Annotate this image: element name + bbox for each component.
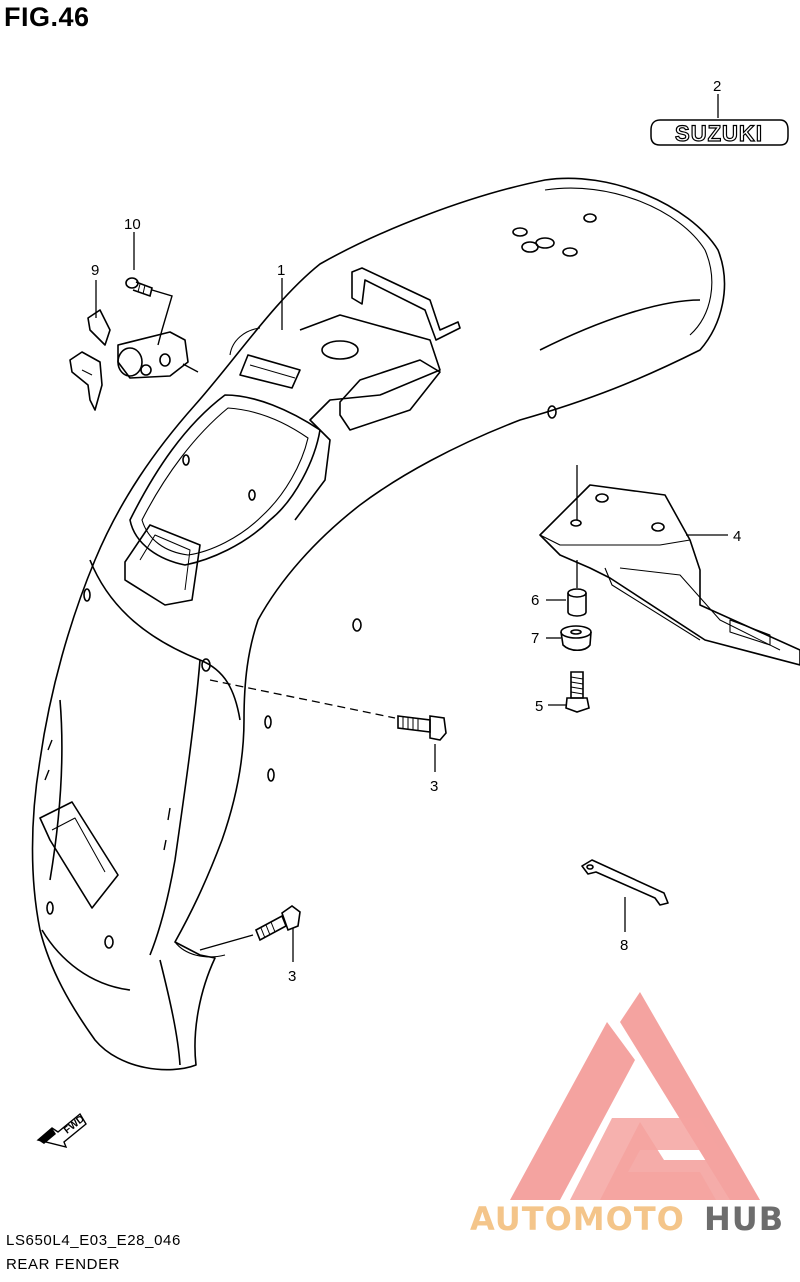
screw-10 <box>125 277 173 346</box>
leader-lines <box>95 94 728 962</box>
callout-3-lower: 3 <box>288 968 296 985</box>
watermark-text-primary: AUTOMOTO <box>470 1200 685 1238</box>
forward-direction-marker: FWD <box>36 1112 87 1149</box>
seat-lock <box>69 309 189 411</box>
spacer <box>567 588 587 617</box>
watermark-logo <box>510 992 760 1200</box>
callout-1: 1 <box>277 262 285 279</box>
watermark-text-secondary: HUB <box>704 1200 785 1238</box>
callout-4: 4 <box>733 528 741 545</box>
figure-title: FIG.46 <box>4 2 90 32</box>
bolt-3-lower <box>254 905 301 942</box>
cable-clamp <box>581 859 669 906</box>
callout-labels: 1 2 3 3 4 5 6 7 8 9 10 <box>91 78 741 985</box>
callout-5: 5 <box>535 698 543 715</box>
callout-6: 6 <box>531 592 539 609</box>
grab-bar <box>351 267 461 341</box>
callout-9: 9 <box>91 262 99 279</box>
callout-8: 8 <box>620 937 628 954</box>
model-code: LS650L4_E03_E28_046 <box>6 1232 181 1249</box>
bolt-5 <box>565 671 590 713</box>
reflector-bracket <box>539 484 800 666</box>
cushion <box>560 625 592 652</box>
callout-3-upper: 3 <box>430 778 438 795</box>
suzuki-emblem-text: SUZUKI <box>675 121 763 146</box>
callout-2: 2 <box>713 78 721 95</box>
bolt-3-upper <box>397 715 447 741</box>
section-name: REAR FENDER <box>6 1256 121 1273</box>
rear-fender <box>31 177 726 1071</box>
callout-10: 10 <box>124 216 141 233</box>
suzuki-emblem: SUZUKI <box>650 119 789 147</box>
callout-7: 7 <box>531 630 539 647</box>
